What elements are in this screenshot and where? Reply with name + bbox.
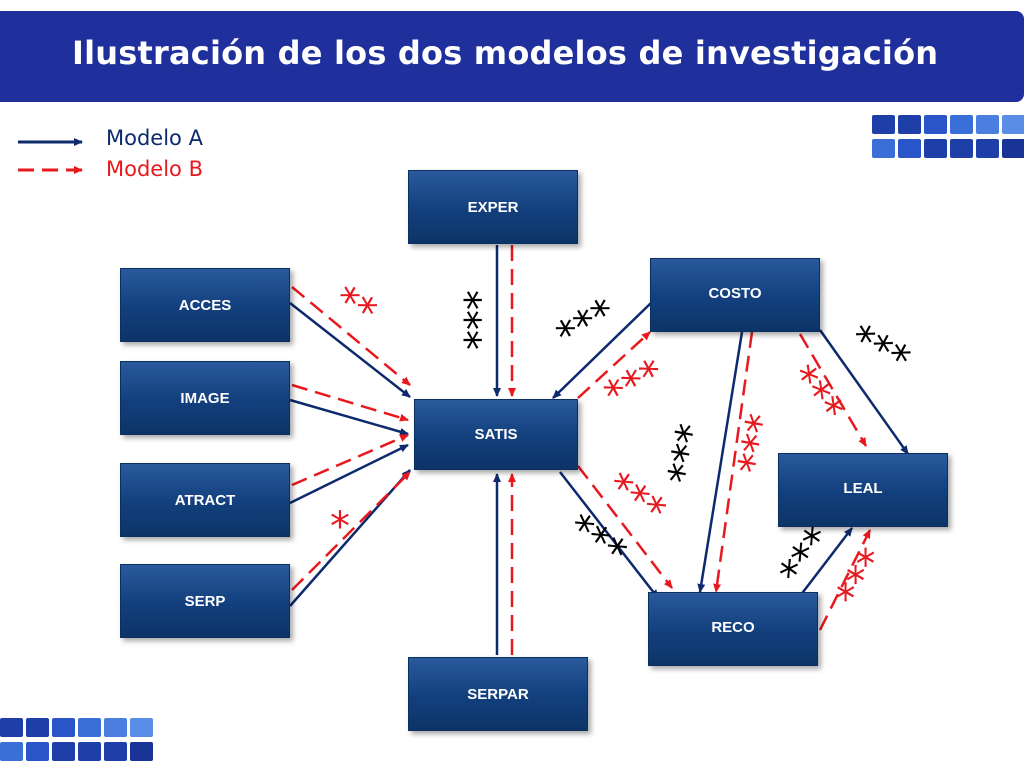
legend-model-b-label: Modelo B — [106, 157, 203, 181]
page-title: Ilustración de los dos modelos de invest… — [72, 34, 939, 72]
sig-acces-satis-b: ** — [326, 277, 384, 337]
sig-satis-costo-b: *** — [597, 350, 672, 419]
arrow-reco-leal-a — [799, 527, 853, 597]
node-costo: COSTO — [650, 258, 820, 332]
sig-satis-costo-a: *** — [549, 290, 624, 360]
arrow-serp-satis-a — [289, 469, 411, 607]
sig-costo-leal-a: *** — [842, 316, 917, 385]
arrow-costo-satis-a — [552, 301, 653, 399]
node-atract: ATRACT — [120, 463, 290, 537]
arrow-serp-satis-b — [291, 471, 411, 591]
arrow-costo-leal-b — [798, 333, 868, 447]
arrow-atract-satis-a — [289, 443, 409, 505]
title-bar — [0, 11, 1024, 102]
node-serp: SERP — [120, 564, 290, 638]
arrow-acces-satis-b — [291, 286, 411, 386]
arrow-atract-satis-b — [291, 433, 409, 487]
node-acces: ACCES — [120, 268, 290, 342]
arrow-image-satis-b — [291, 383, 409, 422]
legend-model-a-label: Modelo A — [106, 126, 203, 150]
sig-serp-satis-b: * — [330, 504, 350, 550]
arrow-image-satis-a — [289, 398, 409, 436]
arrow-reco-leal-b — [818, 529, 872, 631]
node-image: IMAGE — [120, 361, 290, 435]
node-exper: EXPER — [408, 170, 578, 244]
arrow-acces-satis-a — [289, 302, 411, 398]
node-reco: RECO — [648, 592, 818, 666]
node-serpar: SERPAR — [408, 657, 588, 731]
sig-exper-satis-a: *** — [442, 290, 488, 350]
arrow-costo-reco-a — [697, 331, 744, 593]
sig-costo-reco-b: *** — [730, 411, 786, 478]
arrow-costo-leal-a — [818, 329, 910, 455]
arrow-satis-costo-b — [577, 331, 651, 399]
sig-costo-reco-a: *** — [660, 421, 716, 488]
node-leal: LEAL — [778, 453, 948, 527]
arrow-satis-reco-b — [577, 465, 673, 589]
arrow-satis-reco-a — [559, 471, 659, 599]
node-satis: SATIS — [414, 399, 578, 470]
arrow-costo-reco-b — [713, 331, 754, 593]
sig-costo-leal-b: *** — [779, 357, 852, 433]
